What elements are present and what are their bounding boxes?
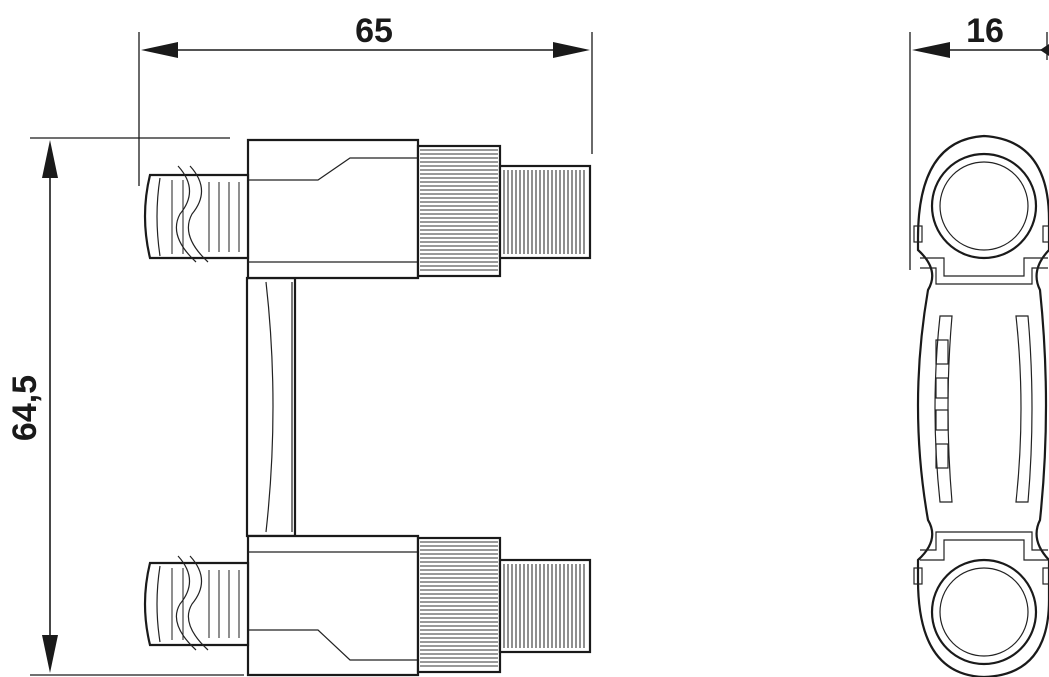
bridge-housing	[245, 276, 297, 538]
side-ring-top	[930, 152, 1038, 260]
dimension-side-width: 16	[909, 12, 1049, 270]
connector-top	[143, 138, 592, 280]
side-ring-bottom	[930, 558, 1038, 666]
dimension-width-label: 65	[355, 12, 393, 50]
dimension-width: 65	[138, 12, 593, 186]
cable-top	[143, 165, 250, 263]
dimension-height: 64,5	[6, 137, 244, 676]
dimension-side-width-label: 16	[966, 12, 1004, 50]
plug-top	[498, 164, 592, 260]
dimension-height-label: 64,5	[6, 375, 44, 441]
plug-bottom	[498, 558, 592, 654]
side-view	[913, 134, 1049, 677]
knurled-nut-top	[416, 144, 502, 278]
knurled-nut-bottom	[416, 536, 502, 674]
cable-bottom	[143, 555, 250, 651]
connector-bottom	[143, 534, 592, 677]
